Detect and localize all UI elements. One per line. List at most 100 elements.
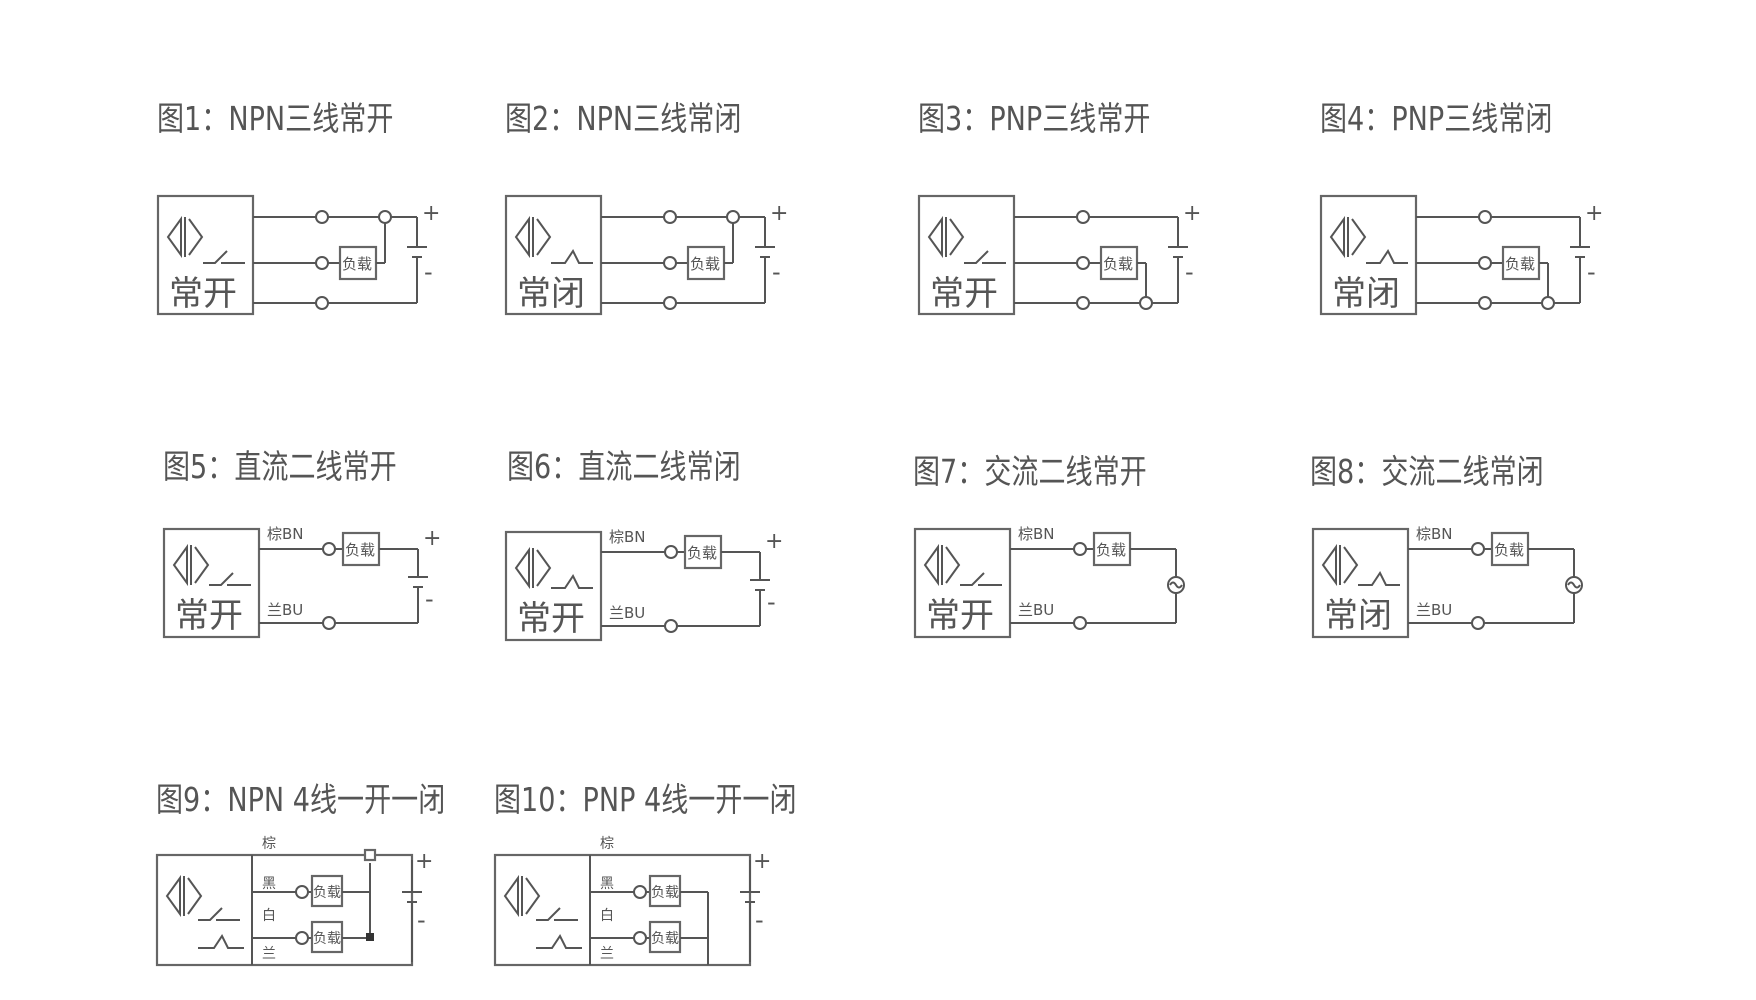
plus-sign: +	[753, 849, 771, 874]
ac-source-icon	[1565, 576, 1583, 594]
plus-sign: +	[1183, 201, 1201, 226]
minus-sign: -	[417, 906, 426, 934]
plus-sign: +	[765, 529, 783, 554]
sensor-body	[1311, 527, 1410, 639]
switch-no-icon	[209, 572, 251, 586]
load-label: 负载	[345, 541, 375, 559]
wire-label-black: 黑	[262, 876, 276, 892]
minus-sign: -	[767, 588, 776, 616]
minus-sign: -	[425, 585, 434, 613]
figure-6-title: 图6：直流二线常闭	[507, 447, 741, 486]
load-box	[338, 245, 378, 281]
wire-label-brown: 棕	[600, 836, 614, 852]
load-label: 负载	[1505, 255, 1535, 273]
figure-5-diagram: 常开 棕BN 兰BU 负载 + -	[162, 525, 441, 639]
sensor-label: 常开	[930, 274, 998, 314]
load-label: 负载	[342, 255, 372, 273]
sensor-label: 常闭	[517, 274, 585, 314]
minus-sign: -	[755, 906, 764, 934]
sensor-label: 常开	[517, 599, 585, 639]
load-label: 负载	[690, 255, 720, 273]
sensor-label: 常开	[169, 274, 237, 314]
sensor-body	[493, 853, 752, 967]
sensor-body	[504, 194, 603, 316]
sensor-body	[504, 530, 603, 642]
figure-10-diagram: 棕 黑 白 兰 负载 负载 + -	[493, 836, 771, 967]
plus-sign: +	[422, 201, 440, 226]
sensor-symbol-icon	[514, 215, 552, 259]
plus-sign: +	[1585, 201, 1603, 226]
minus-sign: -	[772, 258, 781, 286]
sensor-symbol-icon	[514, 546, 552, 590]
sensor-body	[1319, 194, 1418, 316]
load-label-1: 负载	[651, 885, 679, 901]
figure-8-diagram: 常闭 棕BN 兰BU 负载	[1311, 525, 1583, 639]
wire-label-black: 黑	[600, 876, 614, 892]
figure-7-diagram: 常开 棕BN 兰BU 负载	[913, 525, 1185, 639]
load-label-2: 负载	[651, 931, 679, 947]
wire-top-label: 棕BN	[1018, 525, 1055, 543]
figure-2-title: 图2：NPN三线常闭	[505, 99, 742, 138]
wire-bottom-label: 兰BU	[1018, 601, 1054, 619]
sensor-label: 常开	[926, 596, 994, 636]
sensor-body	[162, 527, 261, 639]
figure-9-title: 图9：NPN 4线一开一闭	[156, 780, 446, 819]
wire-bottom-label: 兰BU	[267, 601, 303, 619]
switch-nc-icon	[198, 934, 244, 949]
switch-nc-icon	[1366, 249, 1408, 264]
switch-no-icon	[203, 250, 245, 264]
sensor-label: 常闭	[1324, 596, 1392, 636]
load-label: 负载	[1494, 541, 1524, 559]
plus-sign: +	[415, 849, 433, 874]
wire-top-label: 棕BN	[1416, 525, 1453, 543]
minus-sign: -	[1587, 258, 1596, 286]
figure-2-diagram: 常闭 负载 + -	[504, 194, 788, 316]
sensor-symbol-icon	[503, 874, 541, 918]
minus-sign: -	[424, 258, 433, 286]
switch-nc-icon	[551, 574, 593, 589]
sensor-label: 常开	[175, 596, 243, 636]
figure-3-title: 图3：PNP三线常开	[918, 99, 1151, 138]
figure-7-title: 图7：交流二线常开	[913, 452, 1147, 491]
load-box	[1092, 531, 1132, 567]
wire-label-brown: 棕	[262, 836, 276, 852]
wire-top-label: 棕BN	[267, 525, 304, 543]
sensor-symbol-icon	[172, 543, 210, 587]
figure-5-title: 图5：直流二线常开	[163, 447, 397, 486]
wire-label-white: 白	[262, 908, 276, 924]
switch-nc-icon	[536, 934, 582, 949]
wire-bottom-label: 兰BU	[609, 604, 645, 622]
plus-sign: +	[770, 201, 788, 226]
figure-3-diagram: 常开 负载 + -	[917, 194, 1201, 316]
wire-bottom-label: 兰BU	[1416, 601, 1452, 619]
switch-no-icon	[960, 572, 1002, 586]
load-box-1	[310, 874, 344, 908]
load-label-1: 负载	[313, 885, 341, 901]
figure-4-title: 图4：PNP三线常闭	[1320, 99, 1553, 138]
figure-1-diagram: 常开 负载 + -	[156, 194, 440, 316]
load-label: 负载	[687, 544, 717, 562]
wire-label-blue: 兰	[262, 946, 276, 962]
sensor-label: 常闭	[1332, 274, 1400, 314]
figure-9-diagram: 棕 黑 白 兰 负载 负载 + -	[155, 836, 433, 967]
wire-top-label: 棕BN	[609, 528, 646, 546]
switch-no-icon	[964, 250, 1006, 264]
sensor-symbol-icon	[166, 215, 204, 259]
plus-sign: +	[423, 526, 441, 551]
sensor-symbol-icon	[1321, 543, 1359, 587]
figure-1-title: 图1：NPN三线常开	[157, 99, 394, 138]
switch-no-icon	[198, 907, 240, 921]
load-box	[1501, 245, 1541, 281]
figure-10-title: 图10：PNP 4线一开一闭	[494, 780, 797, 819]
load-label-2: 负载	[313, 931, 341, 947]
figure-8-title: 图8：交流二线常闭	[1310, 452, 1544, 491]
sensor-symbol-icon	[923, 543, 961, 587]
wire-label-blue: 兰	[600, 946, 614, 962]
sensor-body	[913, 527, 1012, 639]
switch-no-icon	[536, 907, 578, 921]
switch-nc-icon	[551, 249, 593, 264]
wire-label-white: 白	[600, 908, 614, 924]
sensor-body	[156, 194, 255, 316]
sensor-symbol-icon	[927, 215, 965, 259]
switch-nc-icon	[1358, 571, 1400, 586]
